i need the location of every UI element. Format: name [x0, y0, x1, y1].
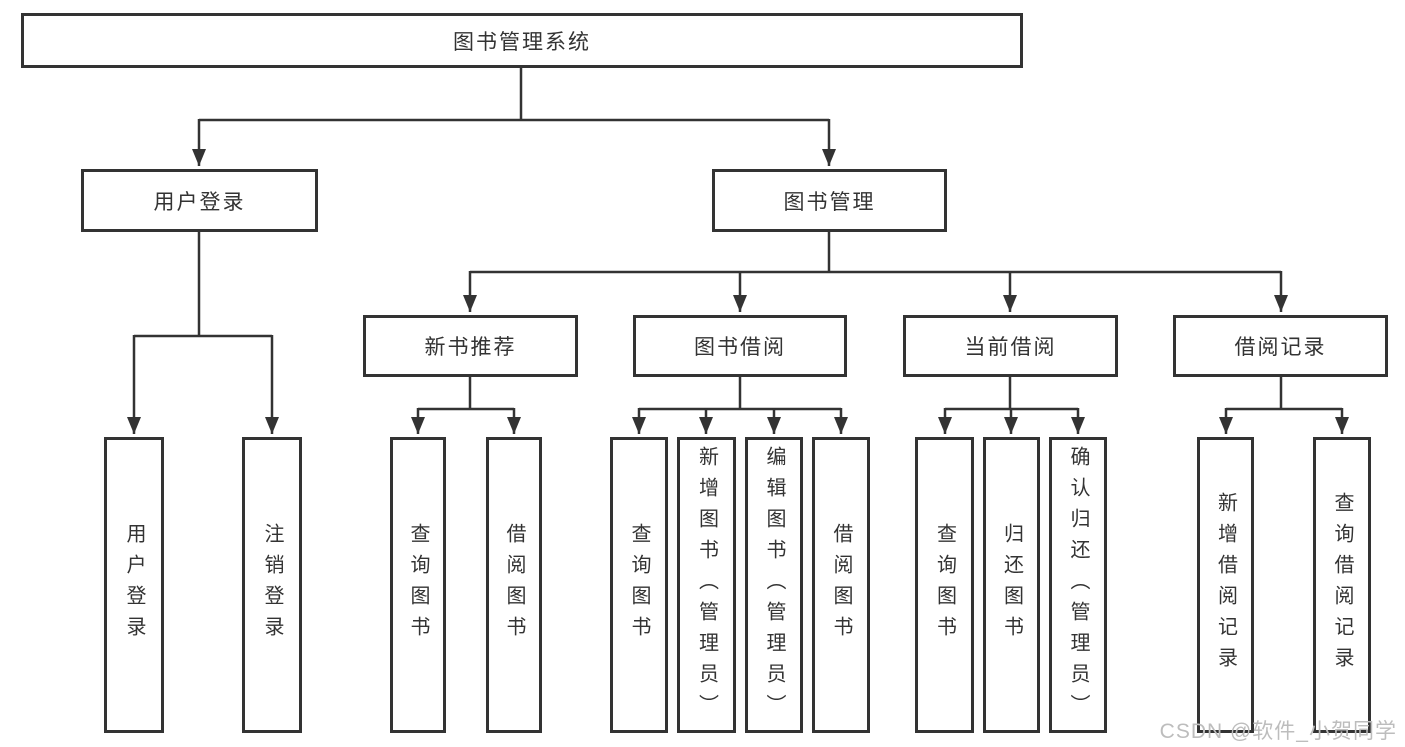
- leaf-records-query-record: 查询借阅记录: [1313, 437, 1371, 733]
- node-current-borrow-label: 当前借阅: [964, 336, 1057, 359]
- node-root-label: 图书管理系统: [453, 30, 591, 54]
- leaf-borrow-query-books: 查询图书: [610, 437, 668, 733]
- leaf-records-add-record: 新增借阅记录: [1197, 437, 1254, 733]
- leaf-current-return-books: 归还图书: [983, 437, 1040, 733]
- node-borrow-records-label: 借阅记录: [1234, 336, 1327, 359]
- leaf-borrow-borrow-books: 借阅图书: [812, 437, 870, 733]
- node-book-borrow-label: 图书借阅: [694, 336, 786, 359]
- leaf-logout-login: 注销登录: [242, 437, 302, 733]
- node-user-login-label: 用户登录: [153, 190, 246, 214]
- leaf-current-query-books: 查询图书: [915, 437, 974, 733]
- node-book-management-label: 图书管理: [783, 190, 876, 214]
- node-new-book-recommend-label: 新书推荐: [424, 336, 517, 359]
- leaf-recommend-borrow-books: 借阅图书: [486, 437, 542, 733]
- leaf-user-login: 用户登录: [104, 437, 164, 733]
- node-book-management: 图书管理: [712, 169, 947, 232]
- node-book-borrow: 图书借阅: [633, 315, 847, 377]
- node-new-book-recommend: 新书推荐: [363, 315, 578, 377]
- node-user-login: 用户登录: [81, 169, 318, 232]
- leaf-borrow-add-books-admin: 新增图书（管理员）: [677, 437, 736, 733]
- node-current-borrow: 当前借阅: [903, 315, 1118, 377]
- node-borrow-records: 借阅记录: [1173, 315, 1388, 377]
- leaf-current-confirm-return-admin: 确认归还（管理员）: [1049, 437, 1107, 733]
- leaf-borrow-edit-books-admin: 编辑图书（管理员）: [745, 437, 803, 733]
- csdn-watermark: CSDN @软件_小贺同学: [1159, 720, 1397, 743]
- node-root-library-system: 图书管理系统: [21, 13, 1023, 68]
- leaf-recommend-query-books: 查询图书: [390, 437, 446, 733]
